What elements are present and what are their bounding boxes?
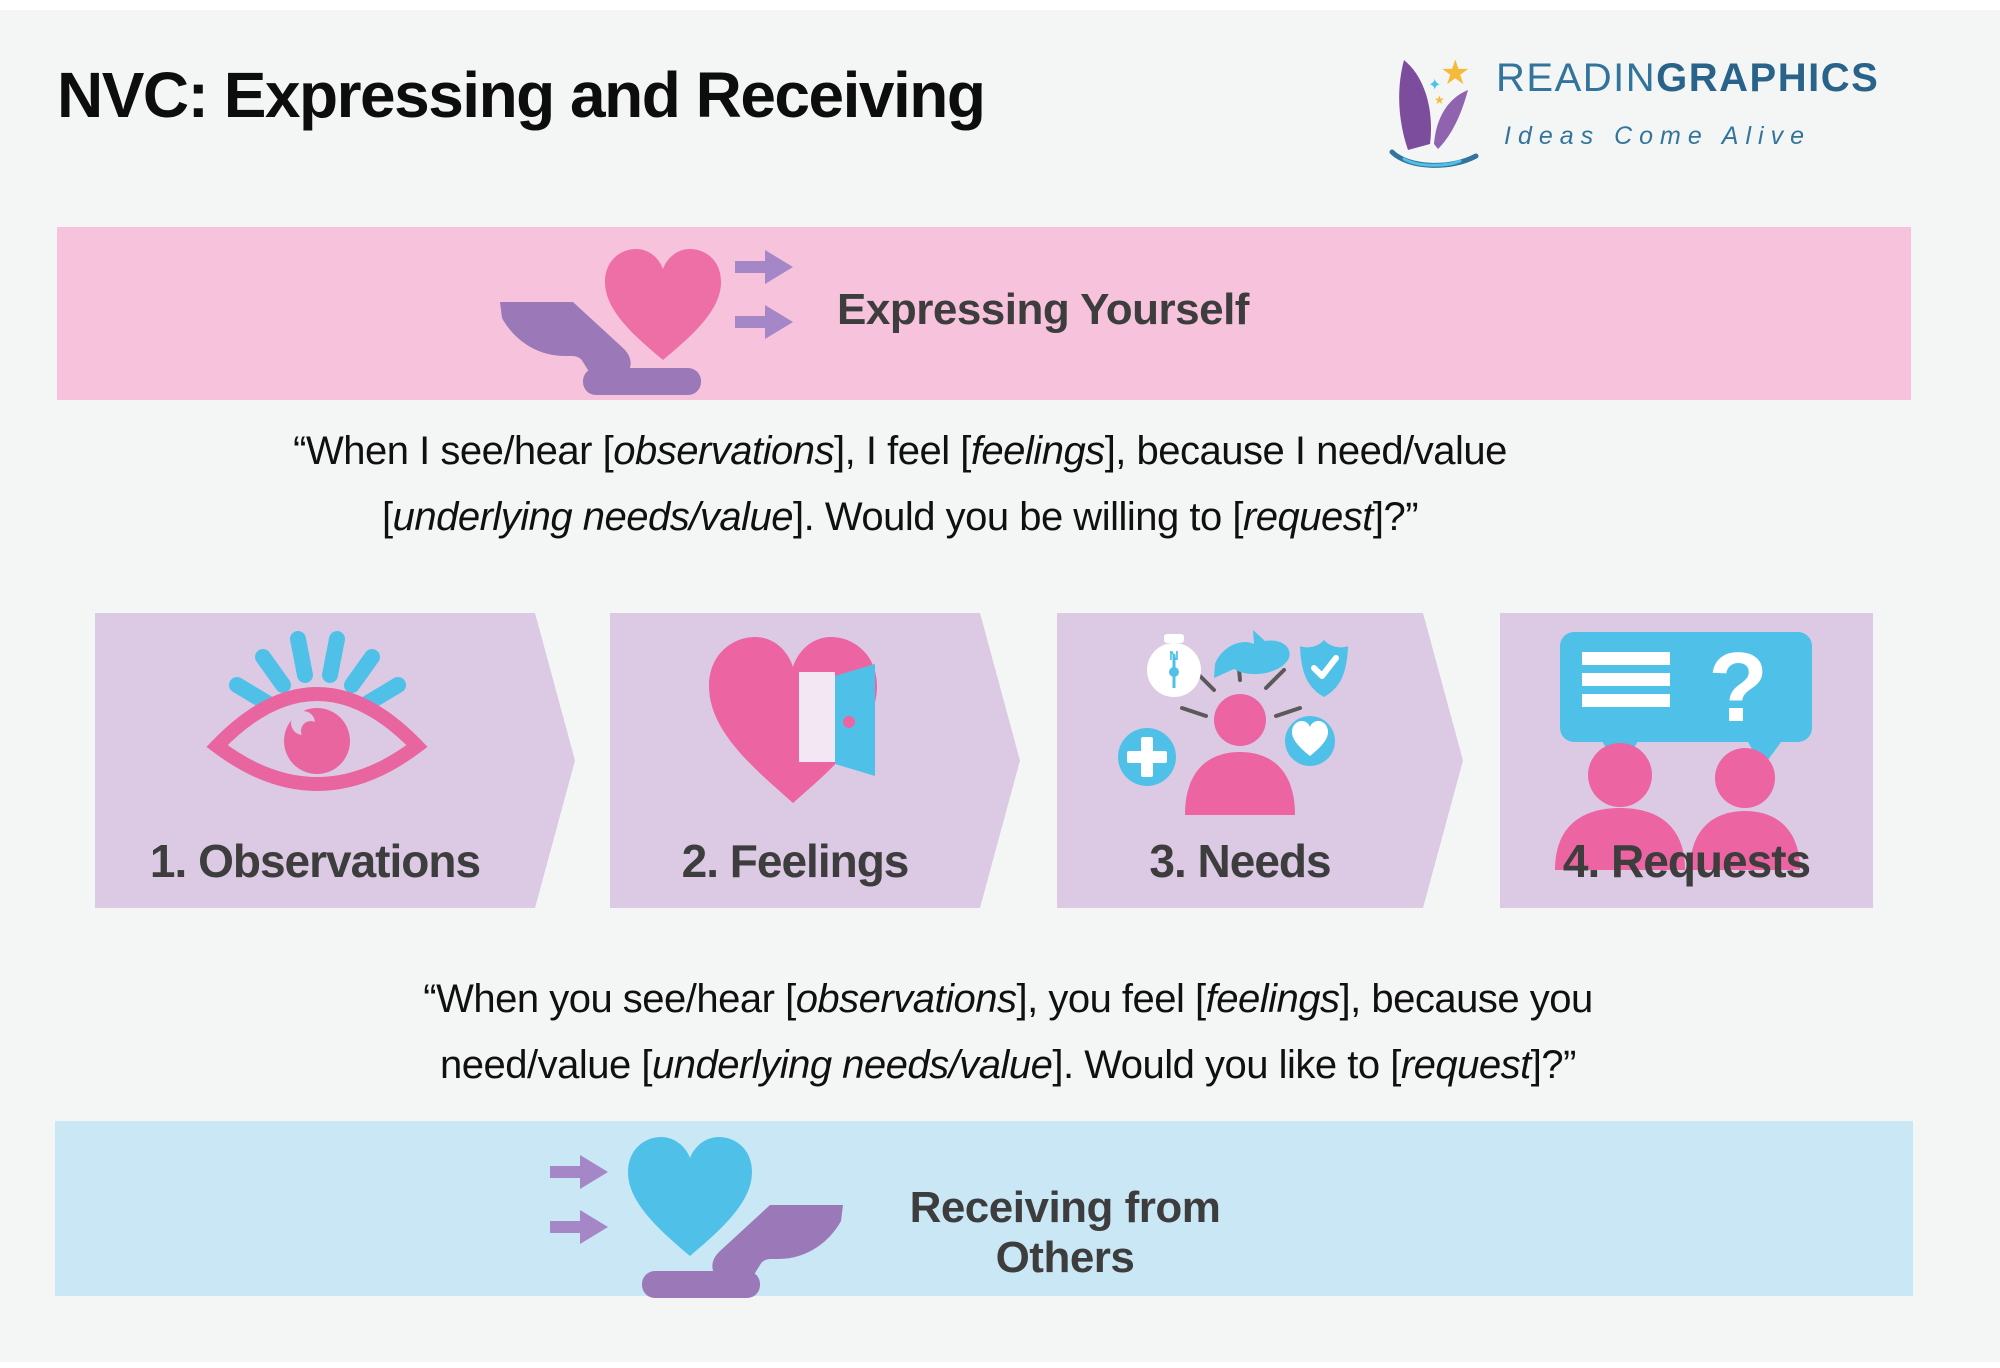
compass-crown (1164, 634, 1184, 643)
quote-line: “When I see/hear [observations], I feel … (293, 429, 1507, 473)
compass-pivot (1169, 667, 1179, 677)
quote-line: [underlying needs/value]. Would you be w… (381, 495, 1419, 539)
person-needs-icon: N (1118, 630, 1348, 815)
step-feelings: 2. Feelings (610, 613, 1020, 908)
step-feelings-label: 2. Feelings (681, 835, 910, 887)
page-title: NVC: Expressing and Receiving (57, 59, 986, 131)
person-head (1715, 748, 1775, 808)
person-head (1214, 694, 1266, 746)
door-knob (843, 716, 855, 728)
arrow-right-icon (550, 1155, 608, 1189)
eye-icon (206, 631, 428, 792)
conversation-icon: ? (1555, 632, 1812, 870)
plus-horizontal (1127, 751, 1167, 763)
banner-expressing: Expressing Yourself (57, 227, 1911, 400)
shield-icon (1300, 640, 1348, 697)
eye-highlight-curl (301, 721, 321, 741)
quote-expressing: “When I see/hear [observations], I feel … (0, 418, 1800, 550)
question-mark: ? (1708, 632, 1768, 742)
book-left-page (1399, 60, 1431, 150)
person-body (1690, 811, 1800, 870)
quote-line: “When you see/hear [observations], you f… (423, 977, 1593, 1021)
eye-outline (206, 686, 428, 792)
brand-tagline: Ideas Come Alive (1504, 122, 1811, 150)
eye-lashes (229, 631, 406, 711)
quote-receiving: “When you see/hear [observations], you f… (0, 966, 2000, 1098)
hand-shape (500, 302, 631, 382)
banner-receiving: Receiving from Others (55, 1121, 1913, 1298)
person-body (1185, 752, 1295, 815)
top-margin (0, 0, 2000, 10)
brand-name-light: READIN (1496, 56, 1657, 100)
arrow-right-icon (735, 250, 793, 284)
hand-shape (712, 1205, 843, 1285)
book-logo-icon: ★ ✦ ★ (1389, 54, 1479, 168)
heart-in-hand-giving-icon (500, 249, 793, 395)
book-right-page (1434, 90, 1468, 149)
brand-name-bold: GRAPHICS (1656, 56, 1880, 100)
star-blue-icon: ✦ (1428, 77, 1441, 94)
arrow-right-icon (550, 1210, 608, 1244)
heart-shape (628, 1137, 752, 1256)
arrow-right-icon (735, 305, 793, 339)
open-door (835, 664, 875, 776)
brand-name: READINGRAPHICS (1496, 56, 1879, 101)
speech-bubble (1560, 632, 1812, 742)
step-requests: ? 4. Requests (1500, 613, 1873, 908)
star-gold-icon: ★ (1440, 54, 1470, 92)
bubble-text-lines (1582, 652, 1670, 707)
heart-door-icon (709, 637, 877, 803)
star-tiny-icon: ★ (1434, 93, 1445, 107)
swoosh-inner (1402, 157, 1462, 167)
bottom-margin (0, 1362, 2000, 1368)
step-requests-label: 4. Requests (1562, 835, 1811, 887)
hand-fingers (583, 368, 701, 395)
step-needs: N 3. Needs (1057, 613, 1463, 908)
heart-in-hand-receiving-icon (550, 1137, 843, 1298)
bubble-tail-right (1746, 738, 1784, 768)
banner-expressing-label: Expressing Yourself (837, 285, 1249, 334)
banner-receiving-label: Receiving from Others (909, 1183, 1221, 1282)
hand-fingers (642, 1271, 760, 1298)
small-heart (1292, 721, 1328, 756)
quote-line: need/value [underlying needs/value]. Wou… (440, 1043, 1576, 1087)
person-head (1588, 743, 1652, 807)
brand-logo: ★ ✦ ★ READINGRAPHICS Ideas Come Alive (1388, 50, 1908, 175)
step-needs-label: 3. Needs (1149, 835, 1331, 887)
doorway (799, 672, 835, 762)
person-body (1555, 808, 1685, 870)
dove-icon (1214, 630, 1290, 678)
step-observations-label: 1. Observations (149, 835, 481, 887)
step-observations: 1. Observations (95, 613, 575, 908)
shield-check (1311, 655, 1339, 679)
heart-shape (605, 249, 721, 360)
